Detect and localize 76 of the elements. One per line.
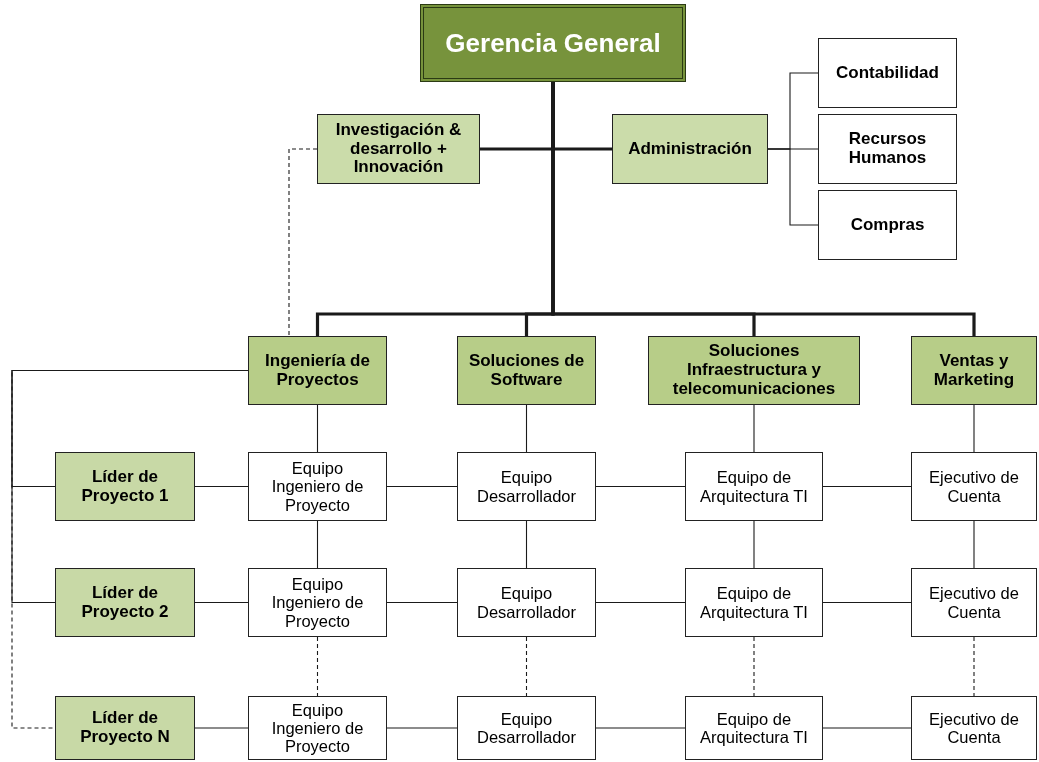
connector-line [767,148,819,226]
org-box [248,336,387,405]
org-box [55,568,195,637]
box-label: Soluciones de Software [467,351,586,390]
box-label: Recursos Humanos [847,130,928,168]
org-box [911,568,1037,637]
connector-line [973,636,975,697]
org-box [55,452,195,521]
box-label: Equipo de Arquitectura TI [700,584,808,621]
box-label: Líder de Proyecto 1 [80,467,170,506]
connector-line [194,727,249,729]
connector-line [316,636,319,697]
connector-line [753,520,755,569]
connector-line [822,727,912,729]
org-box [818,114,957,184]
box-label: Soluciones Infraestructura y telecomunicaciones [671,342,837,399]
org-box [818,190,957,260]
box-label: Equipo Desarrollador [475,709,577,747]
org-box [685,452,823,521]
connector-line [525,520,528,569]
box-label: Compras [850,215,925,235]
box-label: Investigación & desarrollo + Innovación [334,120,463,178]
org-box [248,696,387,760]
org-box [612,114,768,184]
connector-line [753,636,755,697]
org-box [911,336,1037,405]
box-label: Equipo de Arquitectura TI [700,709,808,747]
connector-line [822,601,912,604]
org-box [911,696,1037,760]
org-box [248,568,387,637]
connector-line [386,485,458,488]
box-label: Ejecutivo de Cuenta [928,709,1020,747]
org-box [818,38,957,108]
org-box [457,336,596,405]
org-box [457,452,596,521]
connector-line [973,404,975,453]
box-label: Equipo Ingeniero de Proyecto [270,575,365,630]
box-label: Gerencia General [445,28,661,58]
connector-line [595,485,686,488]
org-box [55,696,195,760]
connector-line [194,485,249,488]
connector-line [525,404,528,453]
box-label: Administración [628,139,752,159]
box-label: Líder de Proyecto N [79,709,171,747]
org-box [248,452,387,521]
org-box [420,4,686,82]
box-label: Equipo Ingeniero de Proyecto [270,700,365,756]
box-label: Ejecutivo de Cuenta [928,584,1020,621]
org-box [685,696,823,760]
org-box [911,452,1037,521]
org-box [457,568,596,637]
box-label: Equipo Desarrollador [475,468,577,505]
box-label: Equipo Desarrollador [475,584,577,621]
connector-line [194,601,249,604]
box-label: Ejecutivo de Cuenta [928,468,1020,505]
org-box [457,696,596,760]
org-box [685,568,823,637]
connector-line [316,520,319,569]
connector-line [595,601,686,604]
connector-line [386,601,458,604]
connector-line [595,727,686,729]
box-label: Ventas y Marketing [932,351,1016,390]
connector-line [525,636,528,697]
box-label: Equipo Ingeniero de Proyecto [270,459,365,514]
connector-line [288,148,318,337]
box-label: Contabilidad [836,63,939,83]
connector-line [386,727,458,729]
org-box [317,114,480,184]
connector-line [973,520,975,569]
box-label: Ingeniería de Proyectos [264,351,371,390]
box-label: Líder de Proyecto 2 [80,583,170,622]
connector-line [316,404,319,453]
box-label: Equipo de Arquitectura TI [700,468,808,505]
connector-line [822,485,912,488]
connector-line [753,404,755,453]
org-box [648,336,860,405]
